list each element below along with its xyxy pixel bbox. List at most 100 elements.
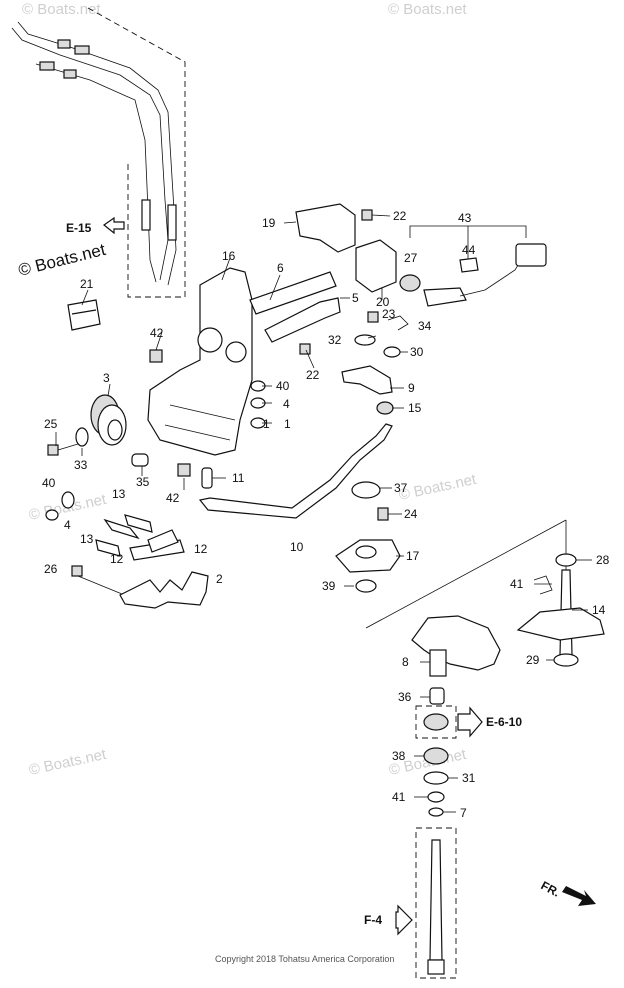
part-27-sensor xyxy=(399,225,547,307)
part-31-washer xyxy=(423,771,449,785)
callout-8: 8 xyxy=(402,655,409,669)
part-22-screw-upper xyxy=(361,209,373,221)
part-42-bolt xyxy=(149,349,163,363)
callout-15: 15 xyxy=(408,401,422,415)
ref-f4-label: F-4 xyxy=(364,913,382,927)
callout-6: 6 xyxy=(277,261,284,275)
callout-22: 22 xyxy=(393,209,407,223)
part-39-washer xyxy=(355,579,377,593)
part-10-lever xyxy=(198,423,393,519)
callout-41: 41 xyxy=(510,577,524,591)
watermark: © Boats.net xyxy=(397,471,478,504)
callout-38: 38 xyxy=(392,749,406,763)
part-38-bearing xyxy=(423,747,449,765)
callout-34: 34 xyxy=(418,319,432,333)
part-7-pin xyxy=(428,807,444,817)
callout-1: 1 xyxy=(263,417,270,431)
callout-14: 14 xyxy=(592,603,606,617)
part-42-bolt-lower xyxy=(177,463,191,477)
group-outline xyxy=(365,519,567,629)
part-14-gear xyxy=(516,607,605,641)
callout-27: 27 xyxy=(404,251,418,265)
part-21 xyxy=(67,299,101,331)
shift-rod xyxy=(429,839,443,961)
callout-21: 21 xyxy=(80,277,94,291)
part-37-washer xyxy=(351,481,381,499)
callout-39: 39 xyxy=(322,579,336,593)
shaft-box xyxy=(415,827,457,979)
bearing xyxy=(423,713,449,731)
watermark-strong: © Boats.net xyxy=(16,240,107,280)
callout-12: 12 xyxy=(110,552,124,566)
callout-42: 42 xyxy=(150,326,164,340)
part-30-washer xyxy=(383,346,401,358)
part-33-washer xyxy=(75,427,89,447)
part-32-washer xyxy=(354,334,376,346)
part-19-bracket xyxy=(295,203,356,253)
part-8-gear xyxy=(411,615,501,677)
leader-lines xyxy=(55,214,592,813)
part-26-screw xyxy=(71,565,83,577)
front-arrow-icon xyxy=(562,886,596,906)
part-41-clip xyxy=(533,575,553,595)
part-29-washer xyxy=(553,653,579,667)
callout-10: 10 xyxy=(290,540,304,554)
part-11-pin xyxy=(201,467,213,489)
callout-24: 24 xyxy=(404,507,418,521)
part-5-link xyxy=(264,297,341,343)
callout-40: 40 xyxy=(276,379,290,393)
callout-9: 9 xyxy=(408,381,415,395)
callout-16: 16 xyxy=(222,249,236,263)
callouts: 1 1 2 3 4 4 5 6 7 8 9 10 11 12 12 13 13 … xyxy=(42,209,610,820)
ref-e610[interactable]: E-6-10 xyxy=(457,706,522,738)
part-41-clip-lower xyxy=(427,791,445,803)
callout-7: 7 xyxy=(460,806,467,820)
watermark: © Boats.net xyxy=(388,1,467,18)
callout-11: 11 xyxy=(232,471,245,485)
part-22-screw-lower xyxy=(299,343,311,355)
callout-42: 42 xyxy=(166,491,180,505)
front-label: FR. xyxy=(539,878,563,899)
throttle-cable-assembly xyxy=(11,7,186,298)
callout-13: 13 xyxy=(112,487,126,501)
watermark: © Boats.net xyxy=(27,746,108,779)
watermark: © Boats.net xyxy=(22,1,101,18)
part-6-plate xyxy=(249,271,337,315)
callout-32: 32 xyxy=(328,333,342,347)
callout-33: 33 xyxy=(74,458,88,472)
callout-23: 23 xyxy=(382,307,396,321)
part-20-cover xyxy=(355,239,397,293)
callout-25: 25 xyxy=(44,417,58,431)
part-9-arm xyxy=(341,365,393,395)
ref-f4[interactable]: F-4 xyxy=(364,904,413,936)
callout-37: 37 xyxy=(394,481,408,495)
part-17-base xyxy=(335,539,401,573)
callout-31: 31 xyxy=(462,771,476,785)
front-direction: FR. xyxy=(539,878,596,906)
callout-41: 41 xyxy=(392,790,406,804)
callout-20: 20 xyxy=(376,295,390,309)
part-2-bracket xyxy=(119,571,209,609)
ref-e15[interactable]: E-15 xyxy=(66,216,125,235)
copyright-text: Copyright 2018 Tohatsu America Corporati… xyxy=(215,954,394,964)
part-34-spring xyxy=(387,315,409,331)
part-36-bushing xyxy=(429,687,445,705)
callout-36: 36 xyxy=(398,690,412,704)
shift-rod-end xyxy=(427,959,445,975)
part-35-sleeve xyxy=(131,453,149,467)
part-13-12-links xyxy=(95,514,185,561)
callout-28: 28 xyxy=(596,553,610,567)
callout-3: 3 xyxy=(103,371,110,385)
callout-5: 5 xyxy=(352,291,359,305)
callout-17: 17 xyxy=(406,549,420,563)
callout-4: 4 xyxy=(283,397,290,411)
callout-29: 29 xyxy=(526,653,540,667)
callout-13: 13 xyxy=(80,532,94,546)
callout-43: 43 xyxy=(458,211,472,225)
callout-1: 1 xyxy=(284,417,291,431)
part-40-clip-left xyxy=(45,509,59,521)
callout-12: 12 xyxy=(194,542,208,556)
part-3-pulley xyxy=(90,394,127,446)
part-25-bolt xyxy=(47,443,79,456)
